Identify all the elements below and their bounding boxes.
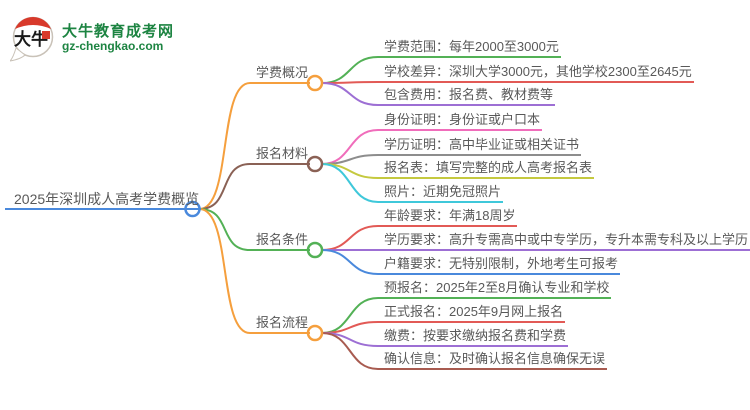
leaf-node: 照片：近期免冠照片 [378, 183, 504, 203]
leaf-node: 确认信息：及时确认报名信息确保无误 [378, 350, 608, 370]
leaf-node: 预报名：2025年2至8月确认专业和学校 [378, 279, 612, 299]
branch-curve [199, 208, 251, 334]
logo-url: gz-chengkao.com [62, 39, 164, 53]
branch-node-circle[interactable] [306, 241, 324, 259]
branch-node-registration-conditions: 报名条件 [250, 231, 311, 251]
leaf-node: 报名表：填写完整的成人高考报名表 [378, 159, 595, 179]
leaf-node: 户籍要求：无特别限制，外地考生可报考 [378, 255, 621, 275]
branch-curve [199, 208, 251, 251]
root-node: 2025年深圳成人高考学费概览 [5, 190, 202, 210]
leaf-curve [321, 154, 379, 165]
branch-curve [199, 82, 251, 210]
branch-node-circle[interactable] [306, 155, 324, 173]
branch-node-circle[interactable] [306, 74, 324, 92]
leaf-curve [321, 82, 379, 106]
leaf-curve [321, 163, 379, 203]
branch-node-registration-process: 报名流程 [250, 314, 311, 334]
leaf-curve [321, 249, 379, 275]
leaf-node: 身份证明：身份证或户口本 [378, 111, 543, 131]
leaf-node: 年龄要求：年满18周岁 [378, 207, 518, 227]
logo-bull-icon: 大牛 [10, 16, 54, 62]
branch-node-registration-materials: 报名材料 [250, 145, 311, 165]
svg-text:大牛: 大牛 [14, 29, 48, 50]
leaf-curve [321, 332, 379, 370]
leaf-node: 学历证明：高中毕业证或相关证书 [378, 136, 582, 156]
leaf-node: 学校差异：深圳大学3000元，其他学校2300至2645元 [378, 63, 694, 83]
leaf-node: 正式报名：2025年9月网上报名 [378, 303, 566, 323]
logo-title: 大牛教育成考网 [62, 23, 175, 40]
leaf-node: 包含费用：报名费、教材费等 [378, 86, 556, 106]
leaf-node: 学费范围：每年2000至3000元 [378, 38, 561, 58]
logo-text: 大牛教育成考网 gz-chengkao.com [62, 23, 174, 53]
branch-curve [199, 163, 251, 210]
leaf-node: 缴费：按要求缴纳报名费和学费 [378, 327, 569, 347]
leaf-node: 学历要求：高升专需高中或中专学历，专升本需专科及以上学历 [378, 231, 750, 251]
leaf-curve [321, 225, 379, 251]
branch-node-tuition-overview: 学费概况 [250, 64, 311, 84]
leaf-curve [321, 56, 379, 84]
logo-seal [42, 31, 50, 39]
branch-node-circle[interactable] [306, 324, 324, 342]
site-logo[interactable]: 大牛 大牛教育成考网 gz-chengkao.com [10, 12, 174, 64]
